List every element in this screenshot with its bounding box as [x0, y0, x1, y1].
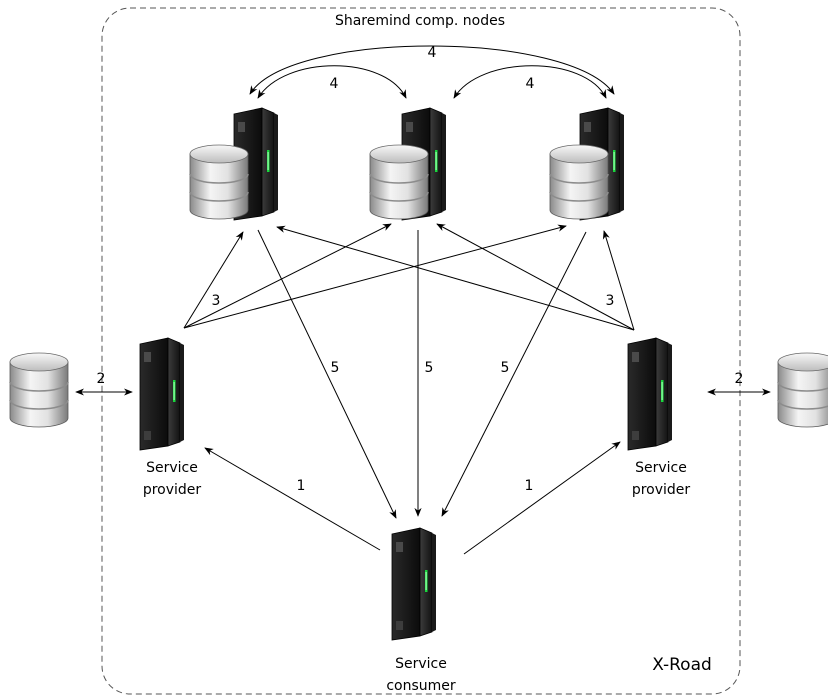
service-provider-right: [627, 337, 673, 451]
service-consumer: [391, 527, 437, 641]
arrow-right-provider-to-node-1: [276, 225, 635, 331]
left-provider-label-line1: Service: [146, 460, 198, 476]
arrow-nodes-outer: [249, 45, 615, 95]
label-arrow-consumer-left: 1: [297, 478, 306, 494]
left-provider-label-line2: provider: [143, 482, 202, 498]
label-arrow-nodes-outer: 4: [428, 45, 437, 61]
arrow-consumer-to-left-provider: [204, 447, 381, 551]
label-arrow-node-2-consumer: 5: [425, 360, 434, 376]
label-arrow-right-db: 2: [735, 371, 744, 387]
arrow-right-provider-to-node-3: [602, 230, 635, 331]
sharemind-node-2: [369, 107, 447, 221]
service-provider-left: [139, 337, 185, 451]
sharemind-node-1: [189, 107, 279, 221]
label-arrow-left-provider: 3: [212, 293, 221, 309]
label-arrow-nodes-right: 4: [526, 76, 535, 92]
arrow-left-provider-to-node-3: [183, 224, 567, 329]
label-arrow-left-db: 2: [97, 371, 106, 387]
arrow-left-provider-to-node-1: [183, 231, 244, 329]
external-database-right: [777, 352, 828, 428]
x-road-boundary: [101, 7, 741, 695]
label-arrow-nodes-left: 4: [330, 76, 339, 92]
right-provider-label-line2: provider: [632, 482, 691, 498]
arrow-nodes-right: [453, 65, 607, 99]
sharemind-node-3: [549, 107, 625, 221]
external-database-left: [9, 352, 69, 428]
arrow-left-provider-to-node-2: [183, 223, 392, 329]
arrow-right-provider-to-node-2: [436, 223, 635, 331]
label-arrow-node-3-consumer: 5: [501, 360, 510, 376]
label-arrow-node-1-consumer: 5: [331, 360, 340, 376]
sharemind-nodes-title: Sharemind comp. nodes: [335, 13, 505, 29]
label-arrow-right-provider: 3: [606, 293, 615, 309]
arrow-nodes-left: [257, 65, 407, 99]
label-arrow-consumer-right: 1: [525, 478, 534, 494]
arrow-node-3-to-consumer: [441, 231, 587, 517]
consumer-label-line1: Service: [395, 656, 447, 672]
right-provider-label-line1: Service: [635, 460, 687, 476]
arrow-consumer-to-right-provider: [463, 441, 621, 555]
arrow-node-1-to-consumer: [257, 229, 397, 519]
consumer-label-line2: consumer: [386, 678, 456, 694]
x-road-label: X-Road: [652, 655, 712, 675]
